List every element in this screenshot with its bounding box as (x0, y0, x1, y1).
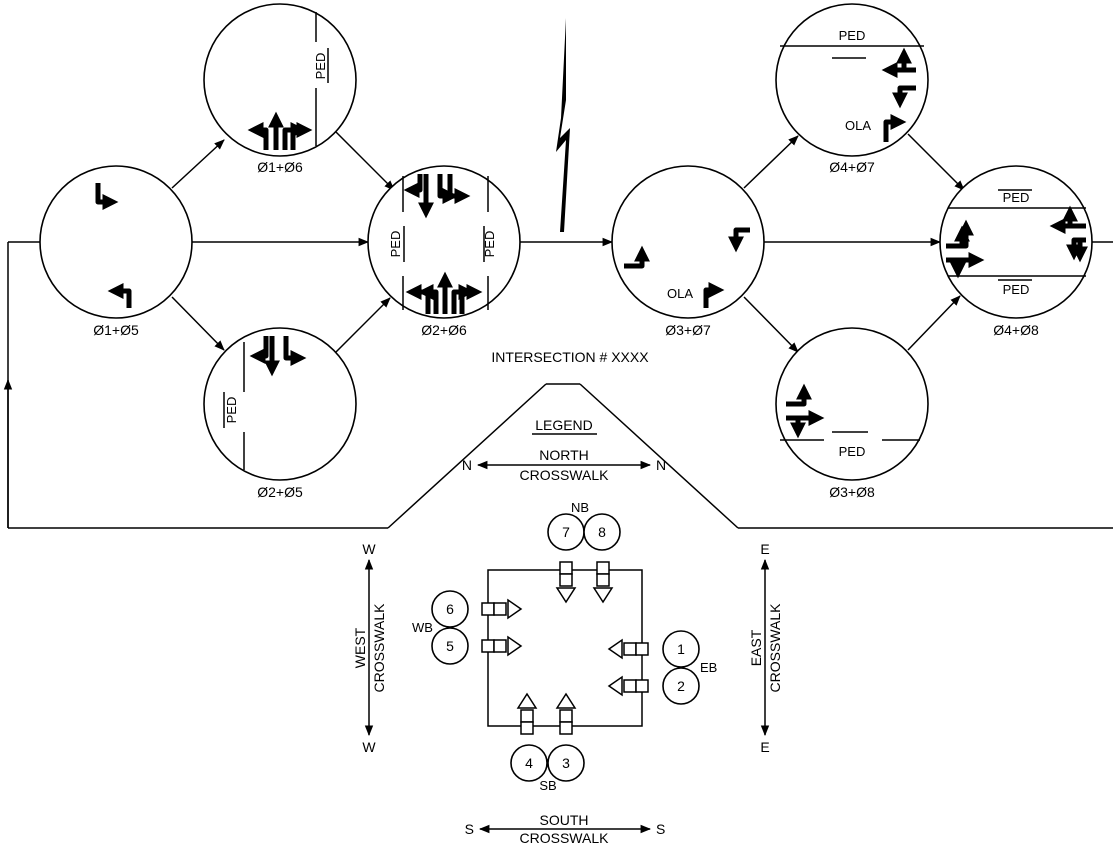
signal-number-6: 6 (446, 601, 454, 617)
north-end-left: N (462, 457, 472, 473)
south-end-left: S (465, 821, 474, 837)
signal-number-5: 5 (446, 638, 454, 654)
phase-circle-p8: PED PED Ø4+Ø8 (939, 165, 1093, 338)
ped-label: PED (313, 53, 328, 80)
south-crosswalk-word: SOUTH (540, 812, 589, 828)
signal-head-6 (481, 598, 523, 620)
ped-label: PED (482, 231, 497, 258)
legend-title: LEGEND (535, 417, 593, 433)
legend: LEGEND NORTH CROSSWALK N N NB 7 8 WB (352, 417, 783, 846)
phase-circle-p1: Ø1+Ø5 (39, 165, 193, 338)
signal-head-1 (607, 638, 649, 660)
signal-number-8: 8 (598, 524, 606, 540)
signal-number-3: 3 (562, 755, 570, 771)
signal-head-7 (555, 561, 577, 604)
approach-nb-label: NB (571, 500, 589, 515)
phase-label-p6: Ø4+Ø7 (829, 159, 875, 175)
phase-label-p5: Ø3+Ø7 (665, 322, 711, 338)
phase-circle-p5: OLA Ø3+Ø7 (611, 165, 765, 338)
west-end-bottom: W (362, 739, 376, 755)
signal-head-4 (516, 692, 538, 735)
signal-head-8 (592, 561, 614, 604)
south-end-right: S (656, 821, 665, 837)
approach-wb-label: WB (412, 620, 433, 635)
west-end-top: W (362, 541, 376, 557)
north-crosswalk-word: NORTH (539, 447, 589, 463)
phase-label-p8: Ø4+Ø8 (993, 322, 1039, 338)
ola-label: OLA (667, 286, 693, 301)
approach-sb-label: SB (539, 778, 556, 793)
intersection-label: INTERSECTION # XXXX (491, 349, 649, 365)
east-end-top: E (760, 541, 769, 557)
break-symbol (556, 18, 570, 232)
ped-label: PED (388, 231, 403, 258)
phase-label-p7: Ø3+Ø8 (829, 484, 875, 500)
south-crosswalk-sub: CROSSWALK (520, 830, 610, 846)
phase-flow-lines (3, 131, 1113, 529)
phase-circle-p6: PED OLA Ø4+Ø7 (775, 3, 929, 175)
signal-number-1: 1 (677, 641, 685, 657)
phase-circle-p2: PED Ø1+Ø6 (203, 3, 357, 175)
north-crosswalk-sub: CROSSWALK (520, 467, 610, 483)
ped-label: PED (839, 28, 866, 43)
ped-label: PED (839, 444, 866, 459)
ola-label: OLA (845, 118, 871, 133)
signal-number-2: 2 (677, 678, 685, 694)
east-end-bottom: E (760, 739, 769, 755)
north-end-right: N (656, 457, 666, 473)
phase-circle-p3: PED Ø2+Ø5 (203, 327, 357, 500)
phase-label-p1: Ø1+Ø5 (93, 322, 139, 338)
east-crosswalk-sub: CROSSWALK (767, 603, 783, 693)
signal-head-2 (607, 675, 649, 697)
phase-circle-p4: PED PED Ø2+Ø6 (367, 165, 521, 338)
approach-eb-label: EB (700, 660, 717, 675)
signal-number-7: 7 (562, 524, 570, 540)
phase-circle-p7: PED Ø3+Ø8 (775, 327, 929, 500)
phase-label-p3: Ø2+Ø5 (257, 484, 303, 500)
ped-label: PED (1003, 282, 1030, 297)
signal-head-5 (481, 635, 523, 657)
phase-label-p2: Ø1+Ø6 (257, 159, 303, 175)
ped-label: PED (1003, 190, 1030, 205)
signal-head-3 (555, 692, 577, 735)
signal-number-4: 4 (525, 755, 533, 771)
east-crosswalk-word: EAST (748, 629, 764, 666)
phase-label-p4: Ø2+Ø6 (421, 322, 467, 338)
west-crosswalk-word: WEST (352, 627, 368, 668)
ped-label: PED (224, 397, 239, 424)
west-crosswalk-sub: CROSSWALK (371, 603, 387, 693)
